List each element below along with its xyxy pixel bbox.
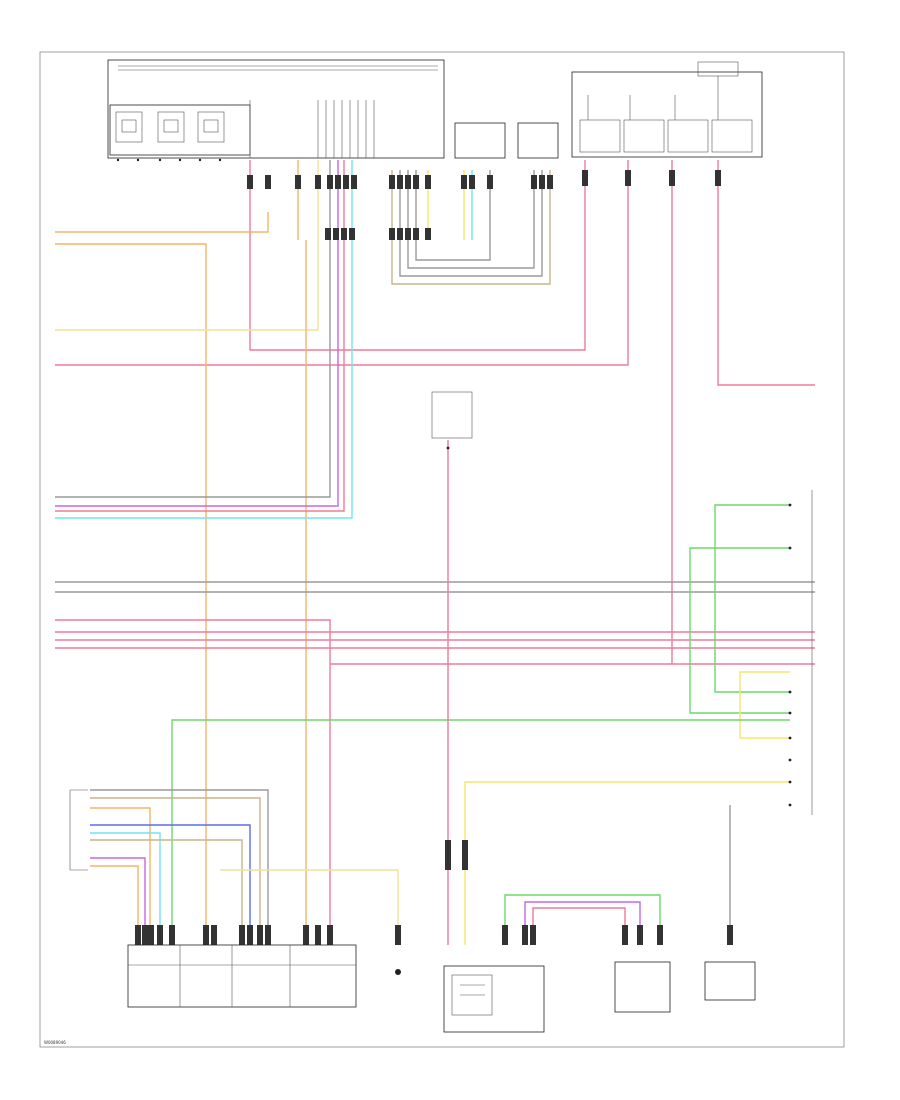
footer-code: W0089046: [44, 1040, 66, 1045]
lower-left-bracket: [69, 789, 88, 871]
bottom-center-small: [395, 969, 401, 975]
top-middle-modules: [454, 122, 559, 159]
connector-pins: [135, 170, 733, 945]
main-harness-connector: [107, 59, 445, 159]
top-right-module: [571, 61, 763, 158]
right-terminal-strip: [788, 490, 813, 815]
bottom-center-component: [443, 965, 545, 1033]
wire-network: [55, 160, 815, 945]
center-module: [431, 391, 473, 450]
bottom-left-connector: [127, 944, 357, 1008]
diagram-frame: [39, 51, 845, 1048]
bottom-right-components: [614, 961, 756, 1013]
top-left-module: [109, 104, 251, 162]
